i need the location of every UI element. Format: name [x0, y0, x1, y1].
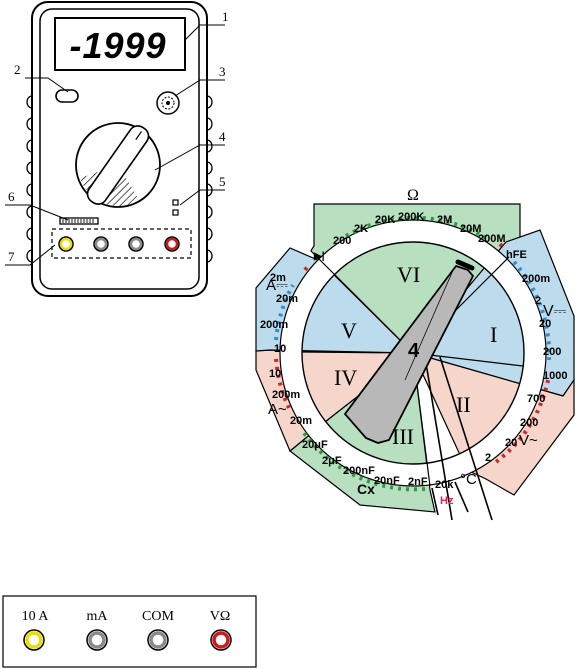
- callout-2: 2: [14, 62, 21, 77]
- callout-3: 3: [219, 64, 226, 79]
- range-label: 2: [535, 295, 541, 307]
- sector-roman-iv: IV: [334, 365, 357, 390]
- range-label: 20nF: [374, 475, 400, 487]
- range-label: 1000: [543, 370, 567, 382]
- range-label: 200m: [522, 273, 550, 285]
- range-label: 20m: [276, 293, 298, 305]
- terminal-ma-icon: [86, 629, 108, 651]
- left-side-grips: [26, 95, 33, 263]
- range-label: 200nF: [343, 465, 375, 477]
- range-label: 10: [269, 368, 281, 380]
- callout-7: 7: [8, 249, 15, 264]
- range-label: 20: [539, 318, 551, 330]
- terminal-label-com: COM: [142, 609, 174, 624]
- lcd-display: -1999: [54, 17, 186, 71]
- callout-1: 1: [222, 9, 229, 24]
- sector-roman-ii: II: [456, 392, 471, 417]
- jack-10a[interactable]: [58, 236, 74, 252]
- terminal-legend: 10 A mA COM VΩ: [2, 595, 257, 668]
- selector-pointer: [343, 259, 475, 444]
- jack-com[interactable]: [128, 236, 144, 252]
- temp-unit: °C: [460, 471, 477, 488]
- power-button[interactable]: [55, 89, 79, 103]
- selector-number: 4: [408, 340, 420, 362]
- hfe-label: hFE: [506, 249, 527, 261]
- scale-ticks: [274, 215, 552, 492]
- range-label: 200: [543, 346, 561, 358]
- freq-range-label: 20k: [435, 479, 454, 491]
- callout-5: 5: [219, 174, 226, 189]
- dial-diagram: VI I II III IV V 4 Ω 200 2K 20K 200K 2M …: [255, 187, 575, 521]
- display-reading: -1999: [69, 25, 166, 66]
- range-label: 20μF: [302, 439, 328, 451]
- range-label: 200m: [260, 319, 288, 331]
- terminal-com-icon: [147, 629, 169, 651]
- sector-roman-i: I: [490, 322, 497, 347]
- vdc-unit: V⎓: [543, 303, 567, 320]
- range-label: 700: [527, 393, 545, 405]
- terminal-10a-icon: [23, 629, 45, 651]
- range-label: 200: [520, 417, 538, 429]
- range-label: 200M: [478, 233, 506, 245]
- range-label: 20: [505, 437, 517, 449]
- range-label: 2K: [354, 223, 368, 235]
- adc-unit: A⎓: [266, 277, 288, 294]
- terminal-label-vohm: VΩ: [210, 609, 231, 624]
- diode-icon: ▶|: [313, 251, 325, 262]
- terminal-label-ma: mA: [87, 609, 109, 624]
- sector-roman-iii: III: [392, 424, 414, 449]
- test-slot: [59, 217, 99, 225]
- terminal-label-10a: 10 A: [22, 609, 50, 624]
- range-label: 20K: [375, 214, 395, 226]
- range-label: 200K: [398, 211, 424, 223]
- range-label: 200m: [272, 389, 300, 401]
- sector-roman-vi: VI: [397, 262, 420, 287]
- cx-unit: Cx: [357, 481, 375, 497]
- range-label: 20m: [290, 415, 312, 427]
- vac-unit: V~: [519, 432, 538, 449]
- range-label: 2nF: [408, 476, 428, 488]
- input-jacks-panel: [51, 228, 192, 259]
- range-label: 10: [274, 343, 286, 355]
- range-label: 2m: [270, 272, 286, 284]
- rotary-switch-knob[interactable]: [75, 122, 161, 208]
- range-label: 200: [333, 235, 351, 247]
- range-label: 2M: [437, 214, 452, 226]
- aac-unit: A~: [268, 401, 287, 418]
- callout-4: 4: [219, 129, 226, 144]
- sector-roman-v: V: [341, 318, 357, 343]
- range-label: 2: [485, 452, 491, 464]
- callout-6: 6: [8, 189, 15, 204]
- hfe-socket[interactable]: [156, 91, 180, 115]
- jack-ma[interactable]: [93, 236, 109, 252]
- jack-v-ohm[interactable]: [164, 236, 180, 252]
- range-label: 20M: [460, 223, 481, 235]
- callouts: [5, 24, 225, 266]
- terminal-vohm-icon: [210, 629, 232, 651]
- ohm-unit: Ω: [407, 187, 419, 204]
- range-label: 2μF: [322, 455, 342, 467]
- function-switch[interactable]: [172, 199, 179, 216]
- freq-unit: Hz: [440, 495, 454, 507]
